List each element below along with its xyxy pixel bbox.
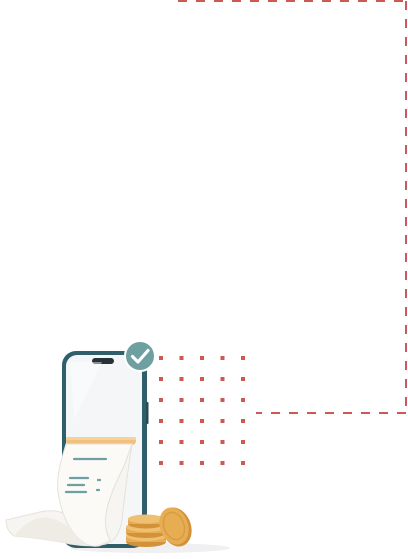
grid-dot — [200, 377, 204, 381]
grid-dot — [179, 419, 184, 423]
grid-dot — [220, 377, 225, 381]
grid-dot — [179, 377, 184, 381]
receipt — [5, 443, 133, 547]
grid-dot — [179, 398, 184, 402]
grid-dot — [241, 398, 245, 402]
grid-dot — [200, 398, 204, 402]
grid-dot — [241, 440, 245, 444]
grid-dot — [241, 356, 245, 360]
grid-dot — [220, 419, 225, 423]
grid-dot — [200, 440, 204, 444]
receipt-roller — [66, 437, 136, 445]
grid-dot — [159, 419, 163, 423]
grid-dot — [179, 356, 184, 360]
grid-dot — [159, 461, 163, 465]
grid-dot — [220, 461, 225, 465]
standing-coin — [159, 507, 192, 547]
grid-dot — [220, 398, 225, 402]
grid-dot — [159, 398, 163, 402]
grid-dot — [159, 377, 163, 381]
grid-dot — [220, 356, 225, 360]
grid-dot — [241, 461, 245, 465]
grid-dot — [200, 419, 204, 423]
grid-dot — [159, 356, 163, 360]
receipt-text-lines — [64, 457, 108, 494]
screen-sheen — [70, 362, 102, 420]
grid-dot — [200, 461, 204, 465]
grid-dot — [241, 377, 245, 381]
grid-dot — [241, 419, 245, 423]
phone-notch — [92, 358, 114, 364]
checkmark-icon — [130, 348, 150, 364]
grid-dot — [200, 356, 204, 360]
grid-dot — [159, 440, 163, 444]
phone-side-button — [146, 402, 149, 424]
coin-stack — [126, 514, 166, 547]
grid-dot — [179, 461, 184, 465]
grid-dot — [179, 440, 184, 444]
grid-dot — [220, 440, 225, 444]
check-badge — [124, 340, 156, 372]
